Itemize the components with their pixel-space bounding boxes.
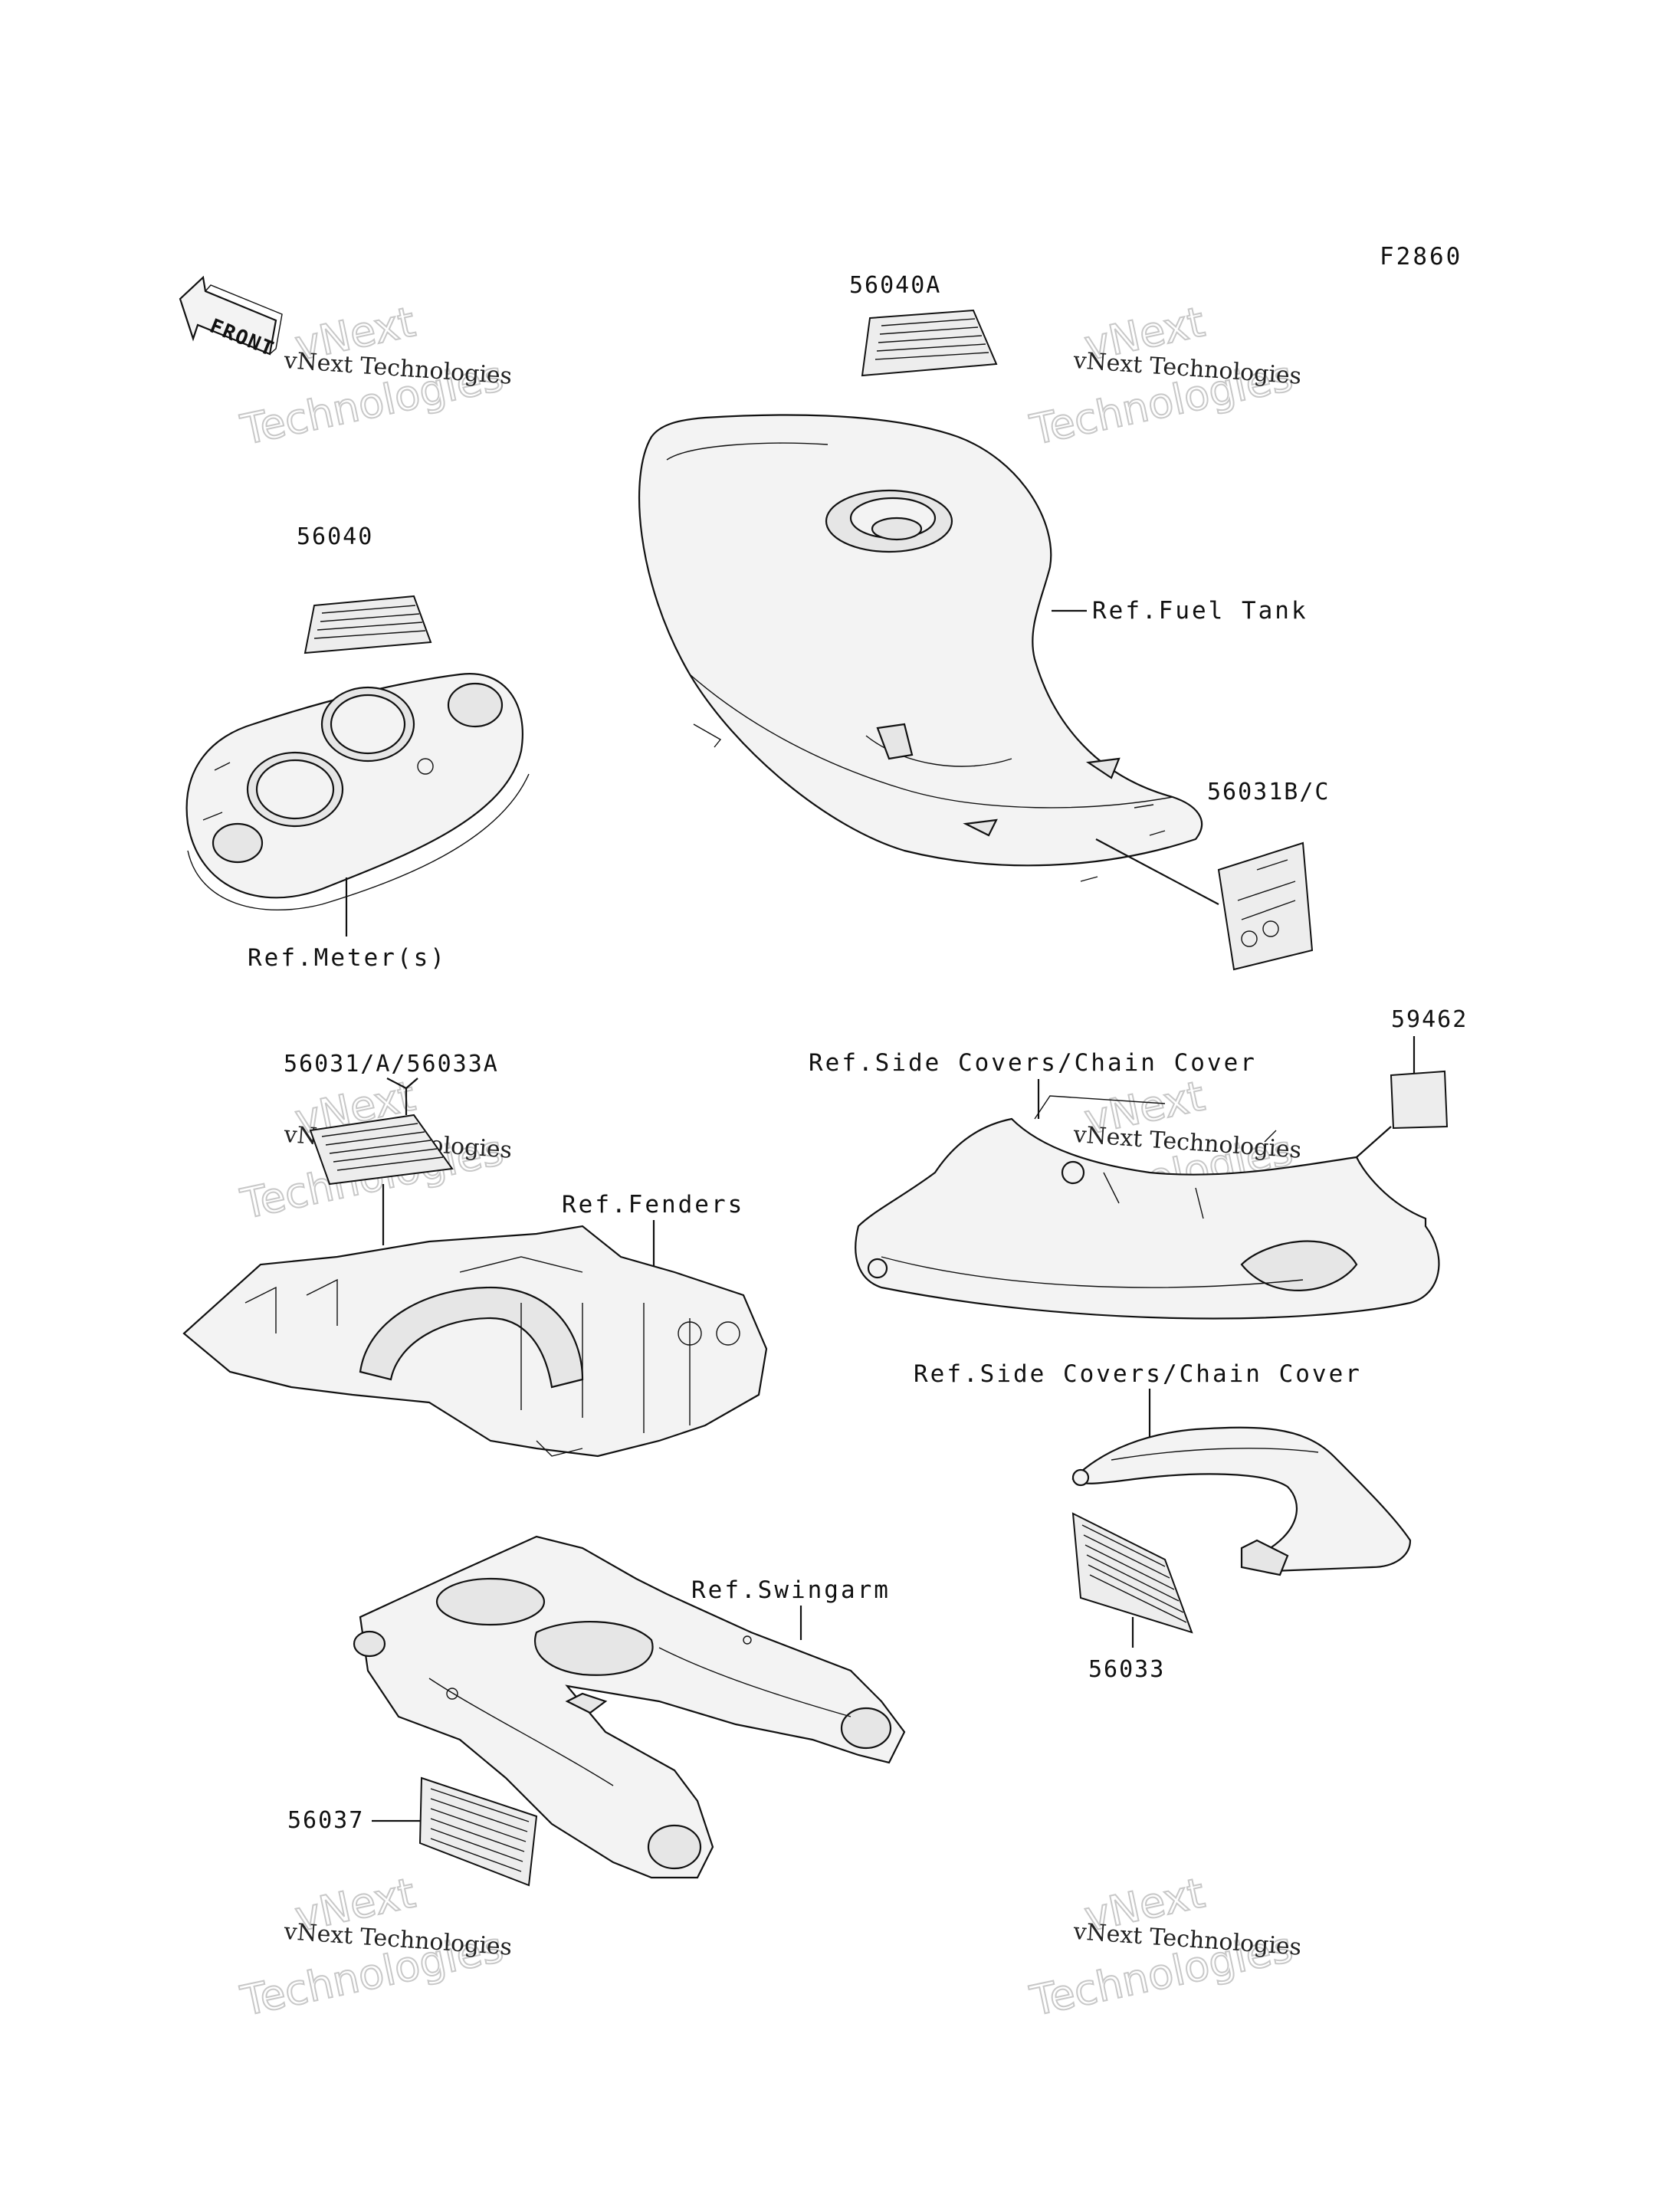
label-56040: 56040 [297, 523, 432, 654]
ref-side-covers-1: Ref.Side Covers/Chain Cover [809, 1049, 1257, 1077]
part-number-56037: 56037 [287, 1807, 364, 1834]
watermark-bottom-left: vNext Technologies vNext Technologies [236, 1868, 514, 2026]
ref-fuel-tank: Ref.Fuel Tank [1092, 597, 1308, 625]
swingarm [353, 1535, 906, 1879]
part-number-59462: 59462 [1391, 1006, 1468, 1033]
ref-side-covers-2: Ref.Side Covers/Chain Cover [914, 1360, 1362, 1388]
front-arrow-icon: FRONT [179, 275, 283, 362]
watermark-bottom-right: vNext Technologies vNext Technologies [1025, 1868, 1303, 2026]
watermark-top-right: vNext Technologies vNext Technologies [1025, 297, 1303, 455]
label-56040a: 56040A [849, 272, 998, 377]
label-56031a [309, 1114, 454, 1186]
instrument-meter [185, 673, 530, 911]
ref-meters: Ref.Meter(s) [248, 944, 447, 972]
part-number-56040: 56040 [297, 523, 373, 550]
figure-code: F2860 [1380, 243, 1462, 271]
part-number-56031bc: 56031B/C [1207, 779, 1331, 805]
label-56033 [1071, 1512, 1193, 1634]
side-cover [855, 1095, 1440, 1320]
leader-56031bc [1095, 838, 1219, 905]
leader-59462 [1356, 1126, 1392, 1158]
watermark-top-left: vNext Technologies vNext Technologies [236, 297, 514, 455]
part-number-56031a-56033a: 56031/A/56033A [284, 1051, 499, 1078]
rear-fender [182, 1225, 768, 1458]
label-56031bc [1217, 841, 1314, 971]
part-number-56040a: 56040A [849, 272, 941, 299]
chain-cover [1071, 1426, 1412, 1576]
part-number-56033: 56033 [1088, 1656, 1165, 1683]
fuel-tank [638, 414, 1203, 882]
label-56037 [418, 1776, 538, 1887]
label-59462 [1390, 1070, 1449, 1130]
ref-swingarm: Ref.Swingarm [691, 1576, 891, 1604]
ref-fenders: Ref.Fenders [562, 1191, 744, 1219]
